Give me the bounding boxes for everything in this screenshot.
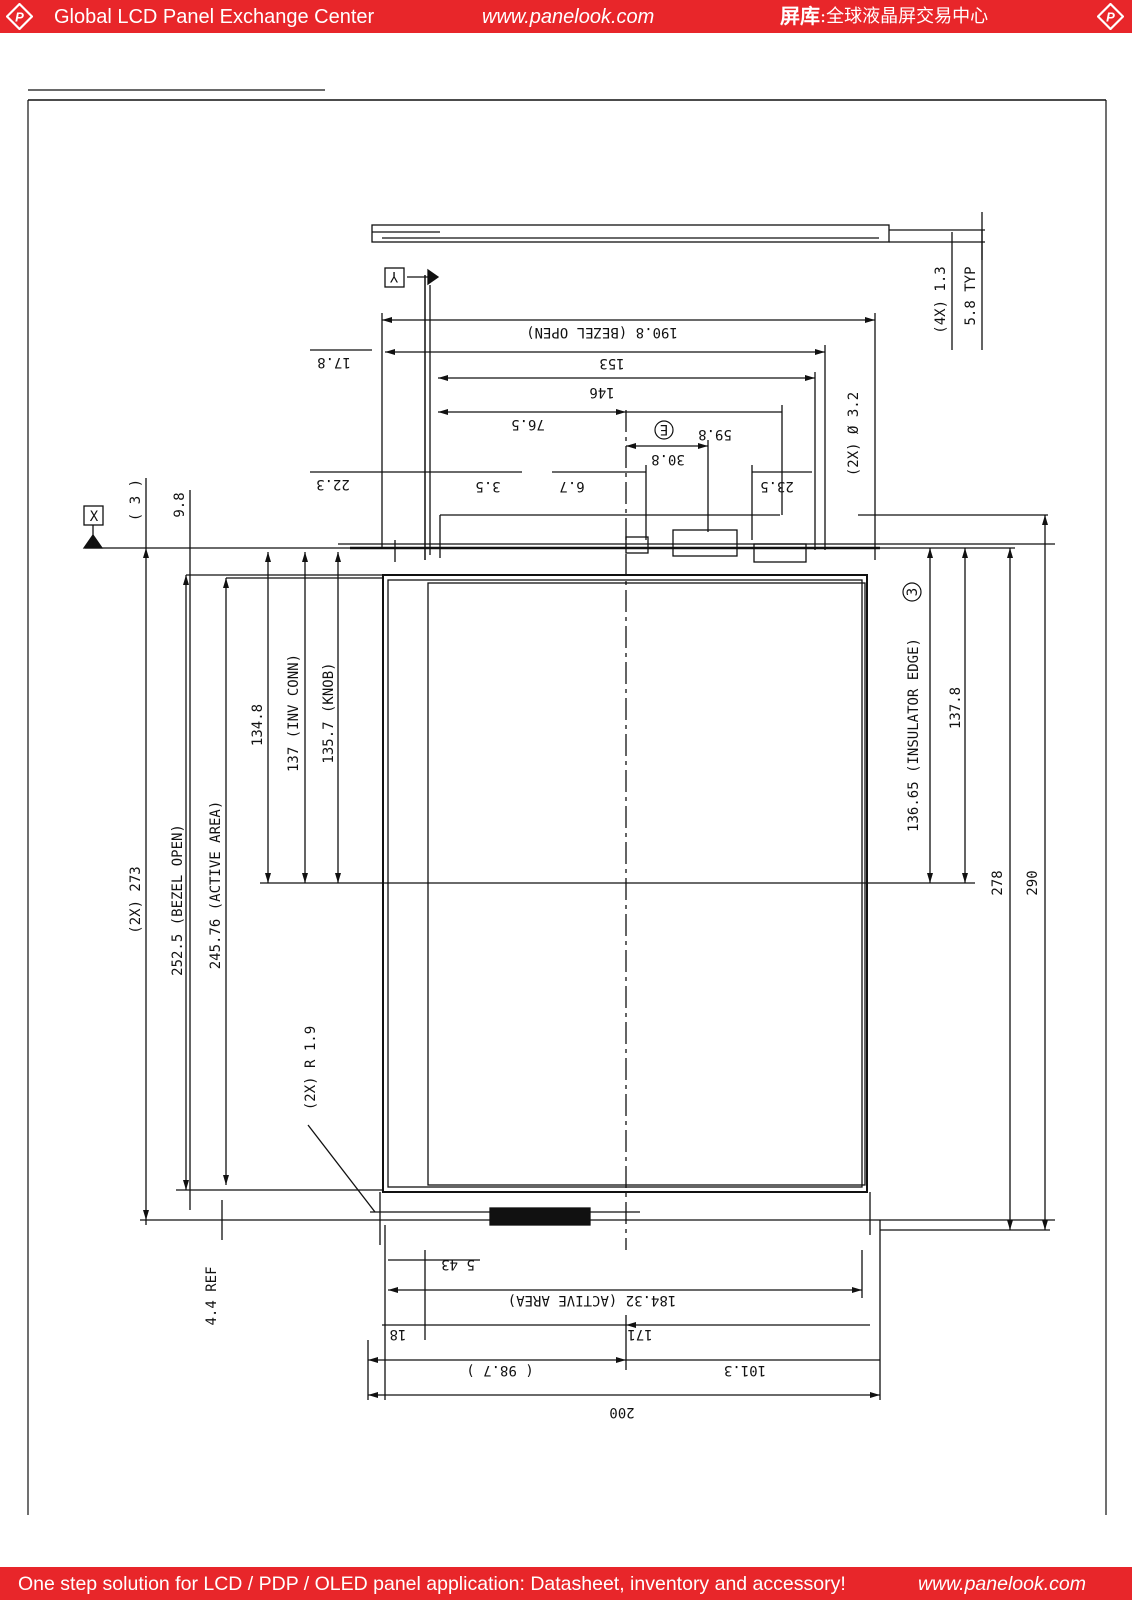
dim-3: ( 3 ) bbox=[128, 479, 144, 521]
header-url-link[interactable]: www.panelook.com bbox=[482, 6, 655, 28]
dim-134-8: 134.8 bbox=[250, 704, 266, 746]
dim-137-8: 137.8 bbox=[948, 687, 964, 729]
header-title: Global LCD Panel Exchange Center bbox=[54, 6, 375, 28]
dim-184-32-active-area: 184.32 (ACTIVE AREA) bbox=[508, 1292, 677, 1308]
dim-146: 146 bbox=[589, 384, 614, 400]
footer-bar: One step solution for LCD / PDP / OLED p… bbox=[0, 1567, 1132, 1600]
footer-url-link[interactable]: www.panelook.com bbox=[918, 1573, 1086, 1595]
header-brand-cn-subtitle: :全球液晶屏交易中心 bbox=[820, 6, 989, 27]
dim-18: 18 bbox=[390, 1326, 407, 1342]
dim-76-5: 76.5 bbox=[511, 416, 545, 432]
dim-3-5: 3.5 bbox=[475, 478, 500, 494]
footer-slogan: One step solution for LCD / PDP / OLED p… bbox=[18, 1573, 846, 1595]
dim-23-5: 23.5 bbox=[760, 478, 794, 494]
dim-153: 153 bbox=[599, 355, 624, 371]
header-brand-cn: 屏库 bbox=[780, 6, 820, 28]
dim-200: 200 bbox=[609, 1404, 634, 1420]
dim-190-8-bezel-open: 190.8 (BEZEL OPEN) bbox=[526, 324, 678, 340]
panelook-logo-icon-right[interactable]: P bbox=[1097, 3, 1124, 30]
dim-278: 278 bbox=[990, 870, 1006, 895]
dim-9-8: 9.8 bbox=[172, 492, 188, 517]
dim-101-3: 101.3 bbox=[724, 1362, 766, 1378]
dim-22-3: 22.3 bbox=[316, 476, 350, 492]
svg-text:P: P bbox=[15, 10, 24, 25]
dim-2x-dia-3-2: (2X) Ø 3.2 bbox=[846, 392, 862, 476]
dim-59-8: 59.8 bbox=[698, 426, 732, 442]
dim-252-5-bezel-open: 252.5 (BEZEL OPEN) bbox=[170, 824, 186, 976]
dim-6-7: 6.7 bbox=[559, 478, 584, 494]
header-bar: P Global LCD Panel Exchange Center www.p… bbox=[0, 0, 1132, 33]
dim-4-4-ref: 4.4 REF bbox=[204, 1266, 220, 1325]
datum-x-label: X bbox=[90, 509, 99, 525]
dim-30-8: 30.8 bbox=[651, 451, 685, 467]
dim-245-76-active-area: 245.76 (ACTIVE AREA) bbox=[208, 801, 224, 970]
dim-171: 171 bbox=[627, 1326, 652, 1342]
dim-135-7-knob: 135.7 (KNOB) bbox=[321, 662, 337, 763]
note-e-label: E bbox=[660, 421, 668, 437]
svg-text:P: P bbox=[1106, 10, 1115, 25]
dim-98-7: ( 98.7 ) bbox=[466, 1362, 533, 1378]
dim-2x-r-1-9: (2X) R 1.9 bbox=[303, 1026, 319, 1110]
panelook-logo-icon[interactable]: P bbox=[6, 3, 33, 30]
dim-2x-273: (2X) 273 bbox=[128, 866, 144, 933]
note-3-label: 3 bbox=[905, 588, 921, 596]
dim-290: 290 bbox=[1025, 870, 1041, 895]
dim-17-8: 17.8 bbox=[317, 354, 351, 370]
mechanical-drawing: 190.8 (BEZEL OPEN) 153 146 76.5 59.8 30.… bbox=[0, 33, 1132, 1567]
dim-136-65-insulator-edge: 136.65 (INSULATOR EDGE) bbox=[906, 638, 922, 832]
dim-5-8-typ: 5.8 TYP bbox=[963, 266, 979, 325]
dim-137-inv-conn: 137 (INV CONN) bbox=[286, 654, 302, 772]
datum-y-label: Y bbox=[389, 268, 398, 284]
dim-5-43: 5 43 bbox=[441, 1256, 475, 1272]
dim-4x-1-3: (4X) 1.3 bbox=[933, 266, 949, 333]
